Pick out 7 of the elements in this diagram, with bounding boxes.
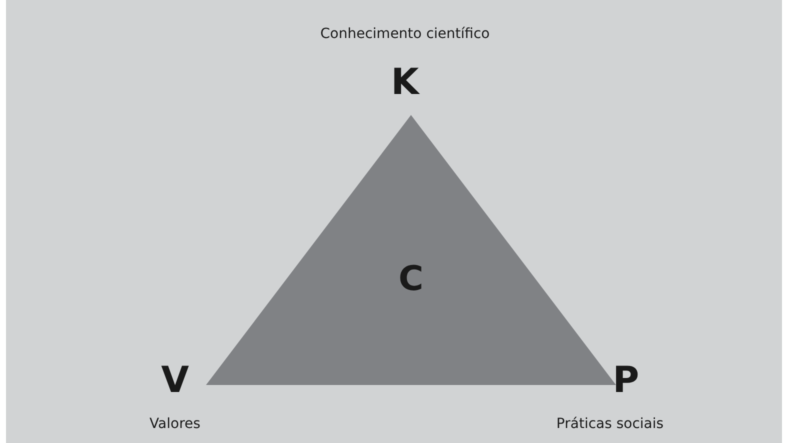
vertex-letter: K (391, 62, 419, 103)
vertex-letter: P (612, 360, 640, 401)
vertex-caption: Práticas sociais (556, 416, 664, 432)
vertex-caption: Valores (150, 416, 200, 432)
vertex-caption: Conhecimento científico (320, 26, 490, 42)
vertex-letter: V (161, 360, 189, 401)
triangle-label: C (398, 259, 424, 299)
